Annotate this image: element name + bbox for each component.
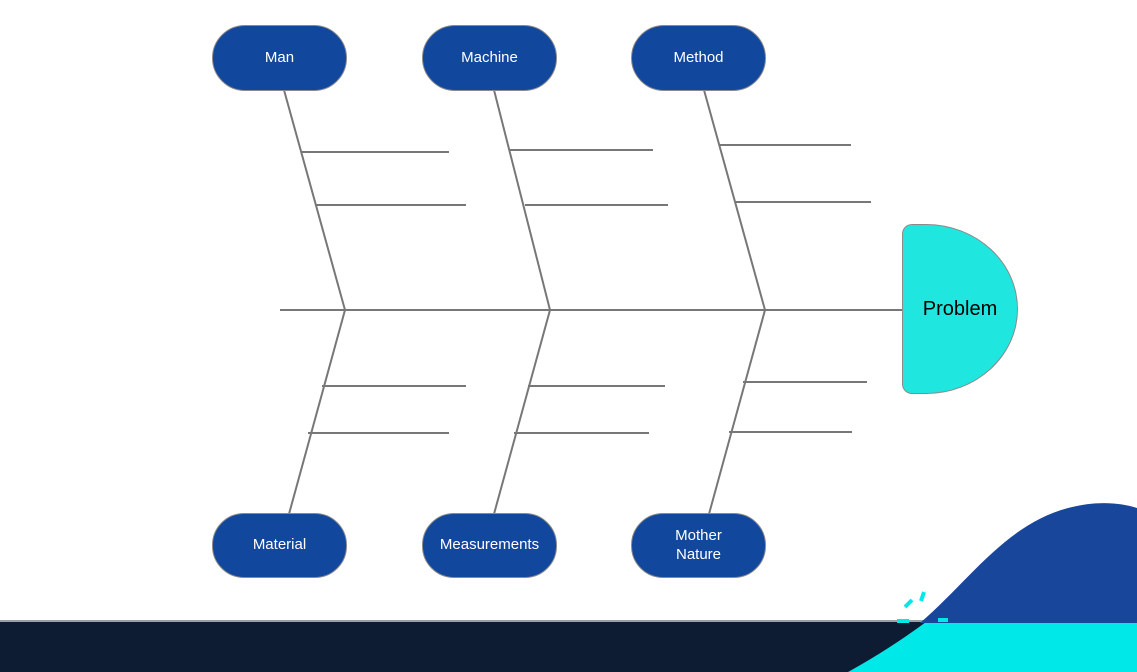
effect-label: Problem xyxy=(922,297,998,320)
category-node-measurements[interactable]: Measurements xyxy=(422,513,557,578)
category-node-method[interactable]: Method xyxy=(631,25,766,91)
category-node-man[interactable]: Man xyxy=(212,25,347,91)
bone-method xyxy=(703,89,766,311)
category-label: Material xyxy=(252,536,307,554)
category-node-machine[interactable]: Machine xyxy=(422,25,557,91)
category-label: Machine xyxy=(461,48,518,66)
footer-cyan-wave xyxy=(848,622,1137,672)
footer-blue-wave xyxy=(920,503,1137,623)
category-label: Mother Nature xyxy=(675,526,722,563)
sparkle-accent-icon xyxy=(897,591,948,623)
category-label: Method xyxy=(673,48,724,66)
bone-man xyxy=(283,89,346,311)
category-node-mother-nature[interactable]: Mother Nature xyxy=(631,513,766,578)
bone-mother-nature xyxy=(708,309,766,515)
category-label: Measurements xyxy=(439,536,540,554)
bone-machine xyxy=(493,89,551,311)
bone-measurements xyxy=(493,309,551,515)
category-label: Man xyxy=(264,48,295,66)
category-node-material[interactable]: Material xyxy=(212,513,347,578)
bone-material xyxy=(288,309,346,515)
